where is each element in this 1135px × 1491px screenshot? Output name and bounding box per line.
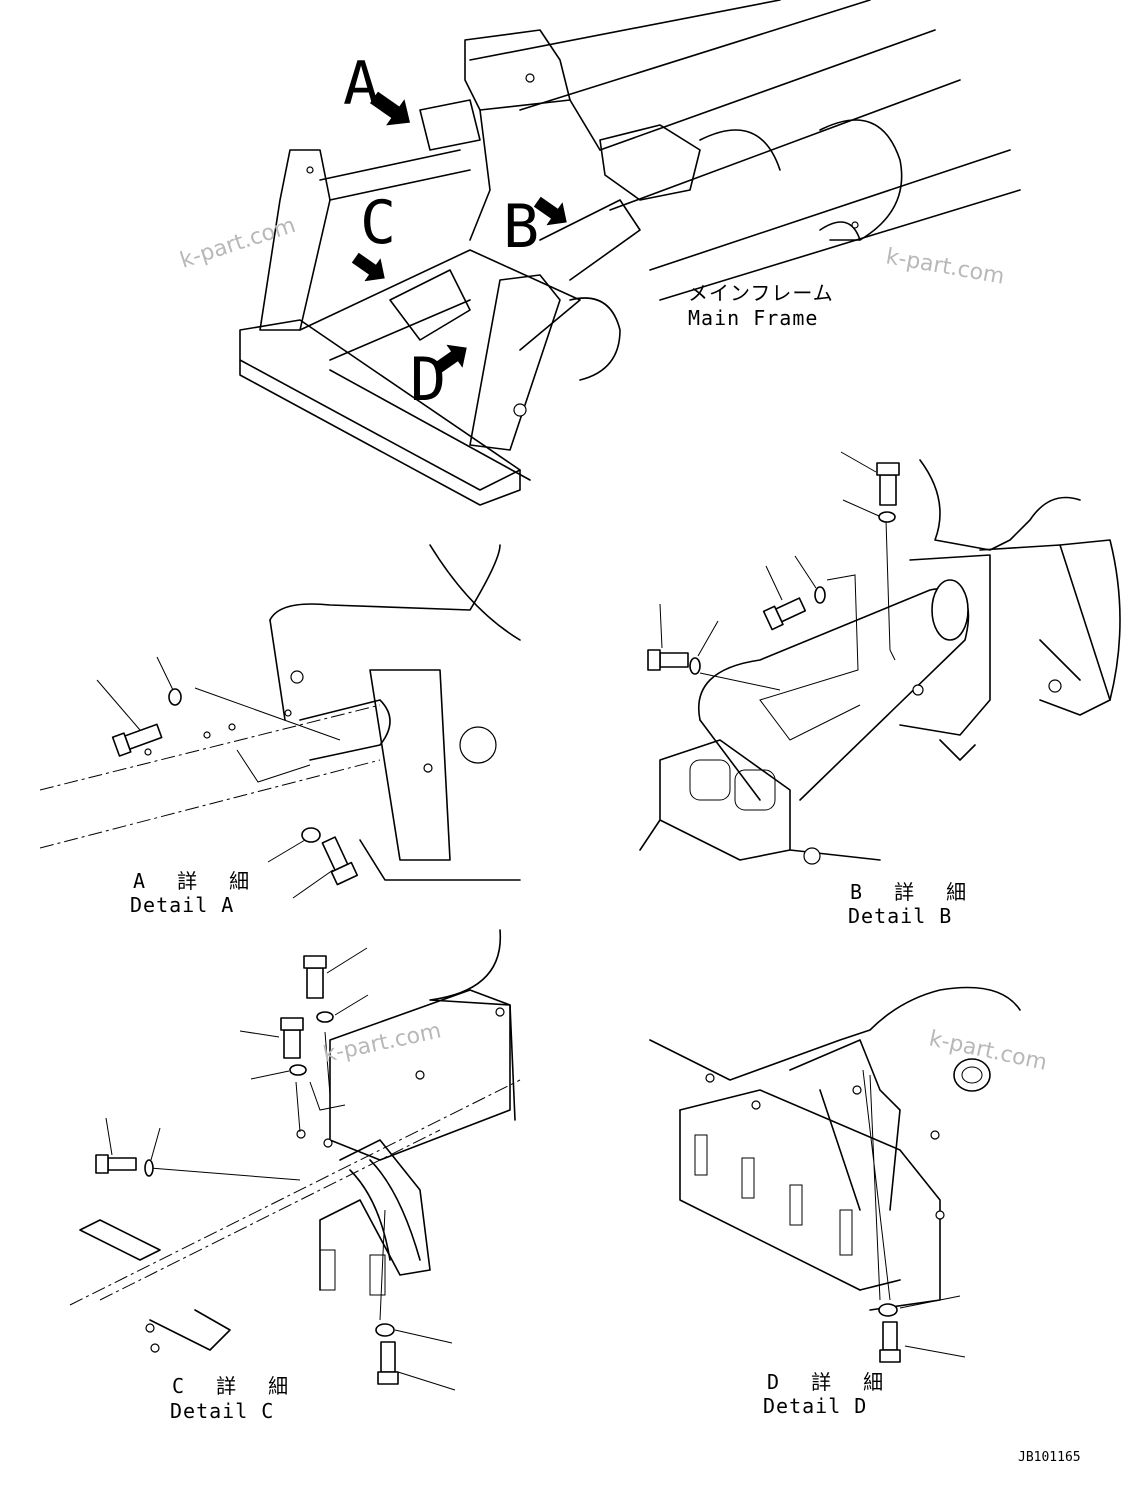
arrow-c-icon: [351, 252, 385, 282]
watermark-1: k-part.com: [177, 213, 299, 274]
arrow-b-icon: [533, 196, 567, 226]
callout-b: B: [503, 192, 539, 262]
detail-d-washer-icon: [878, 1303, 898, 1317]
detail-a-bolt-icon: [111, 723, 163, 757]
detail-d-bolt-icon: [879, 1321, 901, 1363]
detail-c-title-en: Detail C: [170, 1399, 274, 1423]
detail-a-washer-icon: [168, 688, 182, 706]
arrow-a-icon: [369, 91, 411, 126]
main-frame-label-en: Main Frame: [688, 306, 818, 330]
detail-a-bolt-lower-icon: [321, 836, 359, 886]
callout-c: C: [360, 188, 396, 258]
detail-c-washer-left-icon: [144, 1159, 154, 1177]
watermarks: k-part.com k-part.com k-part.com k-part.…: [177, 213, 1049, 1076]
detail-a-washer-lower-icon: [301, 827, 321, 843]
detail-c-washer-bottom-icon: [375, 1323, 395, 1337]
detail-a-drawing: [39, 544, 521, 899]
detail-c-washer-second-icon: [289, 1064, 307, 1076]
watermark-2: k-part.com: [884, 244, 1006, 289]
detail-c-bolt-bottom-icon: [377, 1341, 399, 1385]
detail-b-bolt-top-icon: [876, 462, 900, 506]
detail-b-washer-top-icon: [878, 511, 896, 523]
detail-d-drawing: [649, 986, 1021, 1363]
callout-a: A: [343, 49, 379, 119]
overview-arrows: [351, 91, 567, 374]
drawing-code: JB101165: [1018, 1450, 1081, 1465]
detail-b-washer-left-icon: [689, 657, 701, 675]
detail-b-drawing: [639, 451, 1121, 865]
watermark-3: k-part.com: [321, 1019, 443, 1068]
arrow-d-icon: [433, 344, 467, 374]
detail-c-washer-top-icon: [316, 1011, 334, 1023]
detail-a-title-jp: A 詳 細: [133, 869, 259, 893]
main-frame-label-jp: メインフレーム: [688, 281, 834, 305]
detail-b-washer-mid-icon: [814, 586, 826, 604]
detail-b-bolt-mid-icon: [762, 597, 807, 631]
detail-c-title-jp: C 詳 細: [172, 1374, 298, 1398]
detail-c-bolt-top-icon: [303, 955, 327, 999]
detail-d-title-en: Detail D: [763, 1394, 867, 1418]
detail-c-bolt-second-icon: [280, 1017, 304, 1059]
detail-b-title-jp: B 詳 細: [850, 880, 976, 904]
detail-b-title-en: Detail B: [848, 904, 952, 928]
callout-d: D: [410, 345, 446, 415]
detail-c-drawing: [69, 929, 521, 1391]
main-frame-overview: [239, 0, 1021, 506]
detail-d-title-jp: D 詳 細: [767, 1370, 893, 1394]
overview-callouts: A B C D: [343, 49, 539, 415]
detail-b-bolt-left-icon: [647, 649, 689, 671]
detail-c-bolt-left-icon: [95, 1154, 137, 1174]
detail-a-title-en: Detail A: [130, 893, 234, 917]
